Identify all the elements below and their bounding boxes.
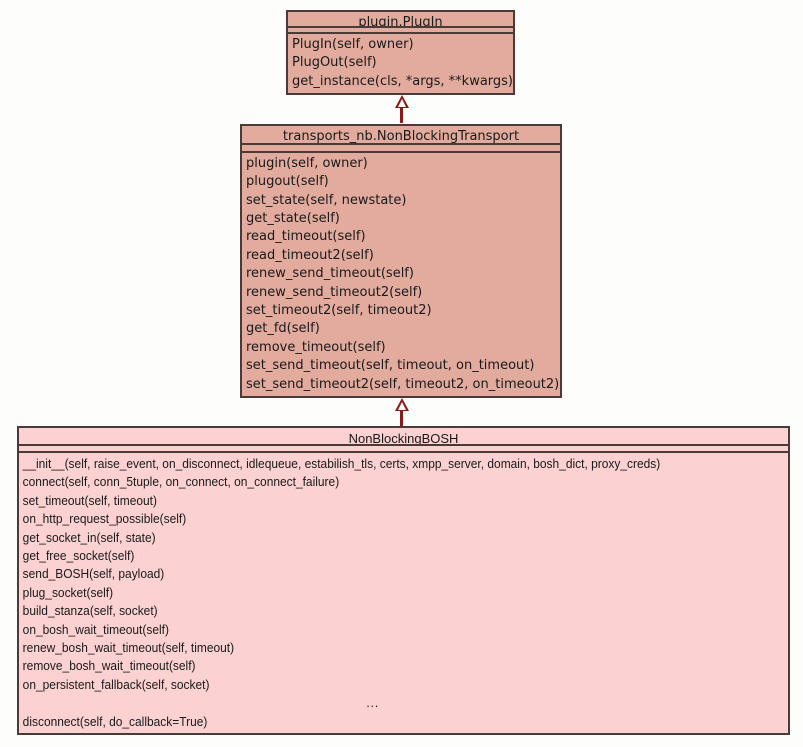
method-item: renew_send_timeout2(self)	[246, 284, 423, 300]
method-item: PlugOut(self)	[292, 55, 377, 71]
method-item: get_free_socket(self)	[22, 547, 135, 563]
method-item: set_send_timeout(self, timeout, on_timeo…	[246, 358, 535, 374]
method-item: disconnect(self, do_callback=True)	[22, 713, 208, 729]
method-item: get_fd(self)	[246, 321, 320, 337]
method-item: on_persistent_fallback(self, socket)	[22, 676, 210, 692]
class-box-nonblockingtransport[interactable]: transports_nb.NonBlockingTransport plugi…	[240, 124, 562, 398]
method-compartment-nonblockingtransport: plugin(self, owner) plugout(self) set_st…	[242, 152, 560, 396]
class-title-nonblockingbosh: NonBlockingBOSH	[19, 428, 788, 446]
method-item: on_http_request_possible(self)	[22, 511, 187, 527]
method-item: set_state(self, newstate)	[246, 192, 407, 208]
method-compartment-nonblockingbosh: __init__(self, raise_event, on_disconnec…	[19, 452, 788, 733]
attribute-compartment-nonblockingtransport	[242, 145, 560, 153]
class-title-plugin-plugin: plugin.PlugIn	[288, 12, 513, 28]
generalization-line	[400, 101, 403, 123]
attribute-compartment-nonblockingbosh	[19, 445, 788, 453]
method-item: PlugIn(self, owner)	[292, 36, 414, 52]
method-item: get_instance(cls, *args, **kwargs)	[292, 73, 513, 89]
method-compartment-plugin-plugin: PlugIn(self, owner) PlugOut(self) get_in…	[288, 33, 513, 93]
method-item: read_timeout2(self)	[246, 247, 374, 263]
method-item: set_timeout2(self, timeout2)	[246, 302, 432, 318]
class-title-nonblockingtransport: transports_nb.NonBlockingTransport	[242, 126, 560, 146]
method-item: plugin(self, owner)	[246, 155, 368, 171]
method-item: connect(self, conn_5tuple, on_connect, o…	[22, 474, 340, 490]
method-item: remove_timeout(self)	[246, 339, 386, 355]
generalization-arrowhead	[394, 398, 409, 411]
method-item: set_timeout(self, timeout)	[22, 492, 157, 508]
generalization-arrowhead	[394, 95, 409, 108]
class-box-plugin-plugin[interactable]: plugin.PlugIn PlugIn(self, owner) PlugOu…	[286, 10, 515, 95]
method-item: remove_bosh_wait_timeout(self)	[22, 658, 196, 674]
generalization-arrowhead-inner	[397, 402, 406, 410]
method-item: renew_send_timeout(self)	[246, 266, 414, 282]
method-item: read_timeout(self)	[246, 229, 366, 245]
method-item: build_stanza(self, socket)	[22, 603, 158, 619]
class-box-nonblockingbosh[interactable]: NonBlockingBOSH __init__(self, raise_eve…	[17, 426, 790, 735]
method-item: renew_bosh_wait_timeout(self, timeout)	[22, 639, 235, 655]
method-item: get_socket_in(self, state)	[22, 529, 156, 545]
method-item: get_state(self)	[246, 210, 340, 226]
generalization-arrowhead-inner	[397, 99, 406, 107]
attribute-compartment-plugin-plugin	[288, 27, 513, 34]
method-item: plugout(self)	[246, 174, 329, 190]
method-item: __init__(self, raise_event, on_disconnec…	[22, 455, 661, 471]
method-item: on_bosh_wait_timeout(self)	[22, 621, 169, 637]
method-item: set_send_timeout2(self, timeout2, on_tim…	[246, 376, 560, 392]
generalization-line	[400, 404, 403, 426]
method-item: send_BOSH(self, payload)	[22, 566, 165, 582]
method-truncation-ellipsis: ...	[366, 695, 380, 711]
method-item: plug_socket(self)	[22, 584, 114, 600]
